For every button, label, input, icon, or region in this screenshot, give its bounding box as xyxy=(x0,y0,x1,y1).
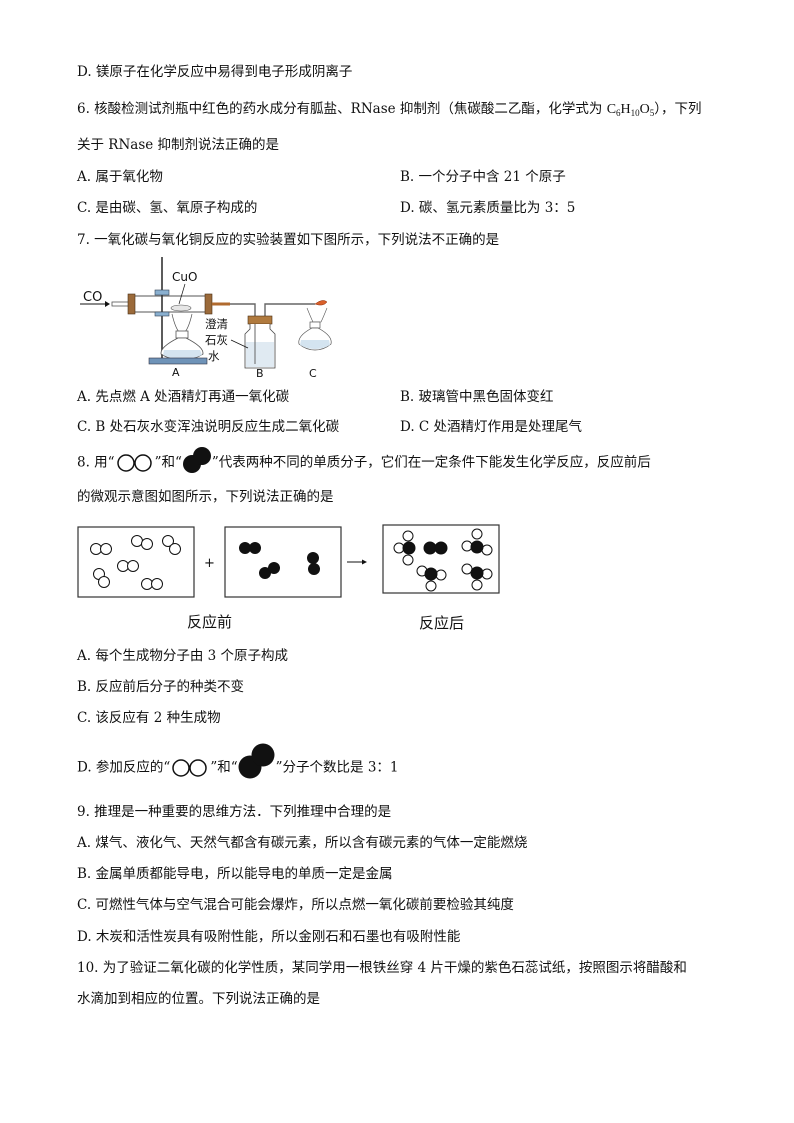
q10-stem-line2: 水滴加到相应的位置。下列说法正确的是 xyxy=(77,991,320,1007)
q10-stem-line1: 10. 为了验证二氧化碳的化学性质，某同学用一根铁丝穿 4 片干燥的紫色石蕊试纸… xyxy=(77,960,687,976)
before-label: 反应前 xyxy=(187,613,232,631)
q7-option-a: A. 先点燃 A 处酒精灯再通一氧化碳 xyxy=(77,389,290,405)
co-cuo-apparatus-figure: CO CuO A 澄清 石灰 水 B C xyxy=(80,257,332,380)
glass-tube xyxy=(129,295,211,313)
q8-option-b: B. 反应前后分子的种类不变 xyxy=(77,679,245,695)
after-label: 反应后 xyxy=(419,614,464,632)
q8-option-a: A. 每个生成物分子由 3 个原子构成 xyxy=(77,648,289,664)
white-diatomic-molecule-icon xyxy=(172,759,208,777)
q6-option-c: C. 是由碳、氢、氧原子构成的 xyxy=(77,200,258,216)
label-b: B xyxy=(256,367,264,380)
q6-stem-text-1: 6. 核酸检测试剂瓶中红色的药水成分有胍盐、RNase 抑制剂（焦碳酸二乙酯，化… xyxy=(77,101,607,117)
limewater-label-2: 石灰 xyxy=(205,333,228,347)
q9-stem: 9. 推理是一种重要的思维方法．下列推理中合理的是 xyxy=(77,804,392,820)
q6-stem-text-2: ），下列 xyxy=(654,101,702,117)
q7-option-b: B. 玻璃管中黑色固体变红 xyxy=(400,389,554,405)
limewater-label-3: 水 xyxy=(208,349,220,363)
q8-stem: 8. 用“”和“”代表两种不同的单质分子，它们在一定条件下能发生化学反应，反应前… xyxy=(77,447,651,474)
co-label: CO xyxy=(83,290,102,305)
q8-option-d: D. 参加反应的“”和“”分子个数比是 3：1 xyxy=(77,743,399,779)
q5-option-d: D. 镁原子在化学反应中易得到电子形成阴离子 xyxy=(77,64,353,80)
q9-option-c: C. 可燃性气体与空气混合可能会爆炸，所以点燃一氧化碳前要检验其纯度 xyxy=(77,897,514,913)
q9-option-a: A. 煤气、液化气、天然气都含有碳元素，所以含有碳元素的气体一定能燃烧 xyxy=(77,835,528,851)
plus-sign: + xyxy=(204,556,215,571)
cuo-label: CuO xyxy=(172,270,197,284)
q7-stem: 7. 一氧化碳与氧化铜反应的实验装置如下图所示，下列说法不正确的是 xyxy=(77,232,500,248)
before-box-black xyxy=(224,526,342,598)
q9-option-b: B. 金属单质都能导电，所以能导电的单质一定是金属 xyxy=(77,866,393,882)
q7-option-d: D. C 处酒精灯作用是处理尾气 xyxy=(400,419,583,435)
label-a: A xyxy=(172,366,180,379)
label-c: C xyxy=(309,367,317,380)
chemical-formula: C6H10O5 xyxy=(606,102,655,118)
q6-option-d: D. 碳、氢元素质量比为 3：5 xyxy=(400,200,576,216)
black-diatomic-molecule-icon xyxy=(182,447,211,473)
q6-option-b: B. 一个分子中含 21 个原子 xyxy=(400,169,566,185)
q9-option-d: D. 木炭和活性炭具有吸附性能，所以金刚石和石墨也有吸附性能 xyxy=(77,929,461,945)
flame-icon xyxy=(314,300,328,306)
q7-option-c: C. B 处石灰水变浑浊说明反应生成二氧化碳 xyxy=(77,419,340,435)
q6-stem: 6. 核酸检测试剂瓶中红色的药水成分有胍盐、RNase 抑制剂（焦碳酸二乙酯，化… xyxy=(77,100,702,122)
q6-stem-line2: 关于 RNase 抑制剂说法正确的是 xyxy=(77,137,280,153)
reaction-micro-diagram: + 反应前 反应后 xyxy=(77,524,500,632)
black-diatomic-molecule-icon xyxy=(238,743,275,779)
q6-option-a: A. 属于氧化物 xyxy=(77,169,163,185)
limewater-label-1: 澄清 xyxy=(205,317,228,331)
white-diatomic-molecule-icon xyxy=(116,454,152,472)
q8-stem-line2: 的微观示意图如图所示，下列说法正确的是 xyxy=(77,489,334,505)
q8-option-c: C. 该反应有 2 种生成物 xyxy=(77,710,221,726)
